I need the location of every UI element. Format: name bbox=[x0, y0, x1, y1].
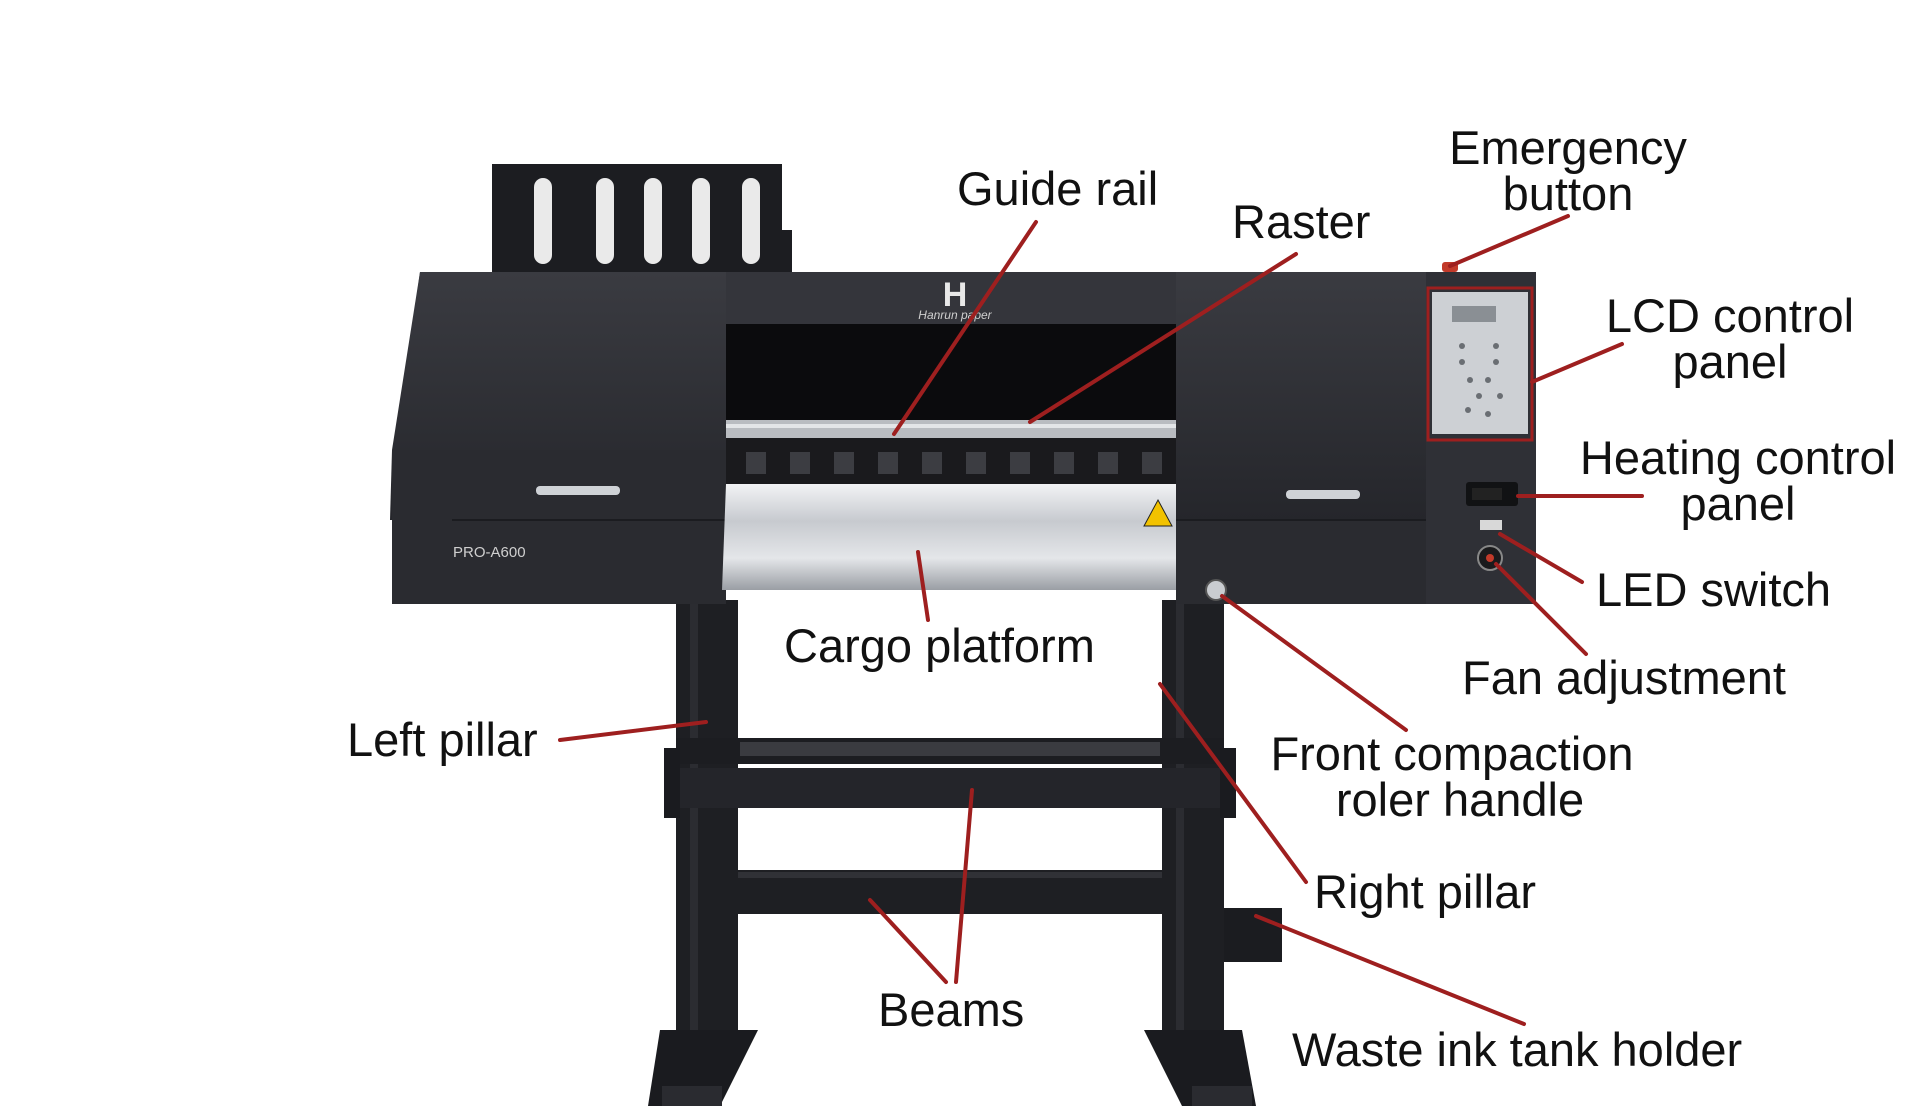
right-pillar bbox=[1162, 600, 1224, 1030]
lcd-control-panel bbox=[1432, 292, 1528, 434]
top-cover bbox=[726, 272, 1176, 324]
lcd-panel-highlight bbox=[1426, 286, 1534, 442]
pinch-rollers bbox=[746, 452, 1162, 474]
led-switch bbox=[1480, 520, 1502, 530]
label-fan-adjustment: Fan adjustment bbox=[1462, 651, 1786, 704]
label-waste-ink-tank-holder: Waste ink tank holder bbox=[1292, 1023, 1742, 1076]
film-holder-slots bbox=[534, 178, 760, 264]
leader-lcd-panel bbox=[1530, 342, 1624, 384]
guide-rail bbox=[726, 420, 1176, 438]
label-front-compaction-line1: Front compaction bbox=[1270, 727, 1633, 780]
label-emergency-button-line1: Emergency bbox=[1449, 121, 1687, 174]
label-lcd-panel-line2: panel bbox=[1673, 335, 1788, 388]
lcd-screen bbox=[1452, 306, 1496, 322]
leader-left-pillar bbox=[558, 720, 708, 742]
leader-raster bbox=[1028, 252, 1298, 424]
label-right-pillar: Right pillar bbox=[1314, 865, 1536, 918]
label-left-pillar: Left pillar bbox=[347, 713, 538, 766]
printer-body: PRO-A600 H Hanrun paper bbox=[390, 164, 1536, 604]
printer-stand bbox=[648, 600, 1282, 1106]
label-emergency-button-line2: button bbox=[1503, 167, 1634, 220]
left-pillar bbox=[676, 600, 738, 1030]
label-led-switch: LED switch bbox=[1596, 563, 1831, 616]
brand-logo: H bbox=[943, 276, 968, 314]
warning-sticker bbox=[1143, 498, 1173, 527]
label-heating-panel-line2: panel bbox=[1681, 477, 1796, 530]
leader-fan-adjustment bbox=[1494, 562, 1588, 656]
leader-cargo-platform bbox=[916, 550, 930, 622]
label-front-compaction-line2: roler handle bbox=[1336, 773, 1584, 826]
leader-emergency-button bbox=[1448, 214, 1570, 268]
label-raster: Raster bbox=[1232, 195, 1370, 248]
label-beams: Beams bbox=[878, 983, 1024, 1036]
label-lcd-panel-line1: LCD control bbox=[1606, 289, 1854, 342]
label-guide-rail: Guide rail bbox=[957, 162, 1158, 215]
brand-name: Hanrun paper bbox=[918, 308, 992, 322]
cargo-platform bbox=[722, 484, 1184, 590]
model-label: PRO-A600 bbox=[453, 544, 526, 561]
leader-front-compaction-handle bbox=[1220, 594, 1408, 732]
leader-right-pillar bbox=[1158, 682, 1308, 884]
label-heating-panel-line1: Heating control bbox=[1580, 431, 1896, 484]
leader-guide-rail bbox=[892, 220, 1038, 436]
leader-lines bbox=[558, 214, 1644, 1026]
label-cargo-platform: Cargo platform bbox=[784, 619, 1095, 672]
leader-waste-ink bbox=[1254, 914, 1526, 1026]
leader-beams-2 bbox=[868, 898, 948, 984]
waste-ink-tank-holder bbox=[1224, 908, 1282, 962]
callout-labels: Guide rail Raster Emergency button LCD c… bbox=[347, 121, 1896, 1076]
print-window bbox=[726, 324, 1176, 420]
leader-beams-1 bbox=[954, 788, 974, 984]
right-housing bbox=[1176, 272, 1456, 520]
leader-led-switch bbox=[1498, 532, 1584, 584]
